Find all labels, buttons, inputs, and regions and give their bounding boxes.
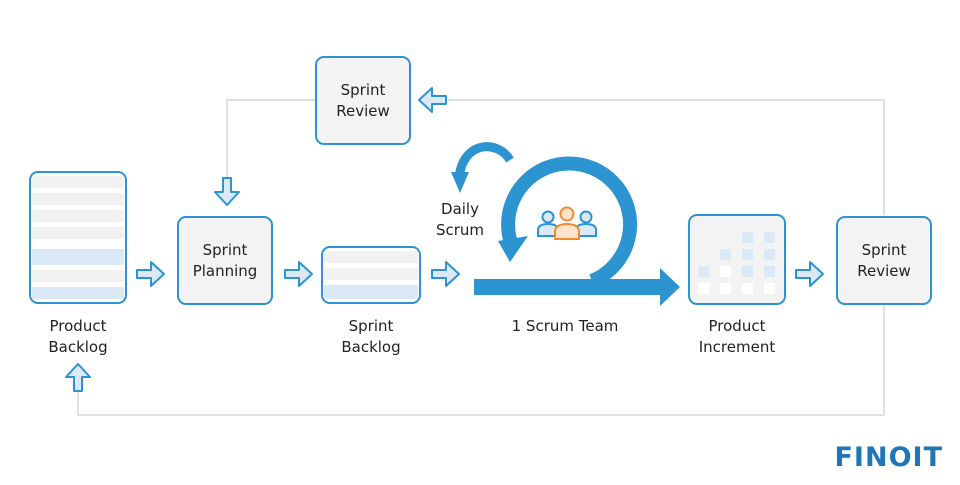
sprint-planning-line2: Planning	[192, 261, 258, 280]
scrum-team-label: 1 Scrum Team	[490, 316, 640, 337]
sprint-backlog-label: Sprint Backlog	[311, 316, 431, 358]
arrow-right-icon	[795, 261, 824, 287]
team-people-icon	[537, 206, 597, 240]
arrow-up-icon	[65, 363, 91, 392]
sprint-review-right-line1: Sprint	[861, 240, 907, 259]
product-backlog-line1: Product	[49, 317, 107, 335]
sprint-review-top-line2: Review	[336, 101, 390, 120]
product-backlog-label: Product Backlog	[18, 316, 138, 358]
product-increment-label: Product Increment	[677, 316, 797, 358]
sprint-review-top-line1: Sprint	[340, 80, 386, 99]
sprint-review-top-box: Sprint Review	[315, 56, 411, 145]
sprint-planning-line1: Sprint	[202, 240, 248, 259]
arrow-right-icon	[284, 261, 313, 287]
sprint-backlog-stack	[321, 246, 421, 304]
product-backlog-stack	[29, 171, 127, 304]
sprint-review-right-box: Sprint Review	[836, 216, 932, 305]
arrow-right-icon	[431, 261, 460, 287]
arrow-down-icon	[214, 177, 240, 206]
product-increment-line1: Product	[708, 317, 766, 335]
product-backlog-line2: Backlog	[48, 338, 108, 356]
sprint-backlog-line1: Sprint	[348, 317, 394, 335]
product-increment-grid	[688, 214, 786, 305]
product-increment-line2: Increment	[698, 338, 776, 356]
cycle-arrow-icon	[451, 142, 680, 306]
sprint-backlog-line2: Backlog	[341, 338, 401, 356]
sprint-planning-box: Sprint Planning	[177, 216, 273, 305]
daily-scrum-line1: Daily	[441, 200, 479, 218]
finoit-logo: FINOIT	[834, 440, 943, 474]
daily-scrum-line2: Scrum	[435, 221, 485, 239]
scrum-team-text: 1 Scrum Team	[511, 317, 619, 335]
daily-scrum-label: Daily Scrum	[425, 199, 495, 241]
arrow-left-icon	[418, 87, 447, 113]
arrow-right-icon	[136, 261, 165, 287]
logo-text: FINOIT	[834, 441, 943, 473]
feedback-connectors	[77, 99, 885, 416]
sprint-review-right-line2: Review	[857, 261, 911, 280]
